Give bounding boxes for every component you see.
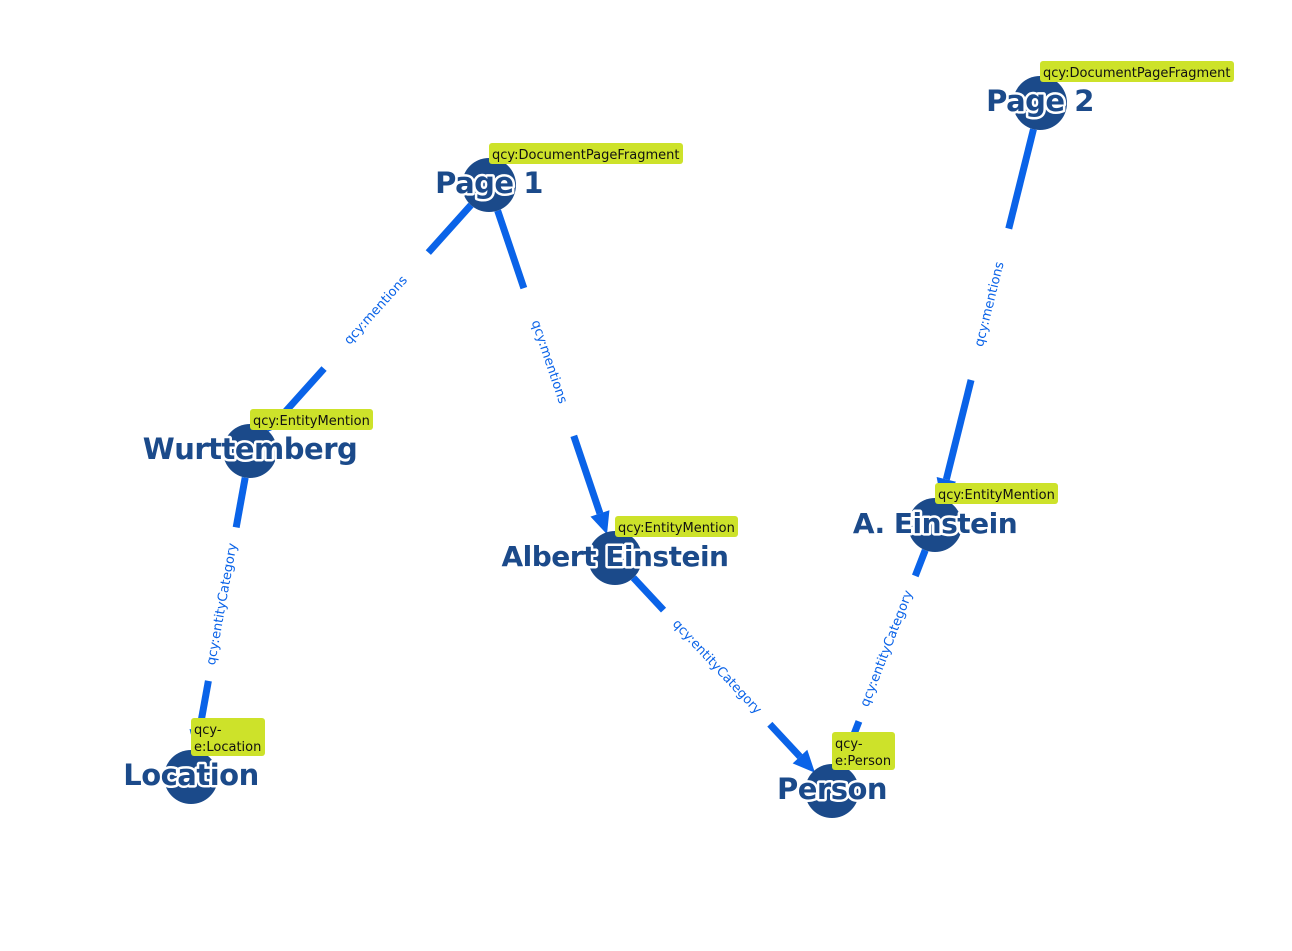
node-circle	[908, 498, 962, 552]
edge-line-start	[630, 575, 667, 613]
type-badge-bg	[250, 409, 373, 430]
edge-line-start	[232, 476, 249, 529]
node-aeinst[interactable]: A. Einstein qcy:EntityMention	[850, 483, 1058, 552]
node-circle	[223, 424, 277, 478]
type-badge: qcy-e:Location	[191, 718, 265, 756]
type-badge-text: qcy-	[194, 723, 222, 738]
edge-albert-person[interactable]: qcy:entityCategory	[630, 575, 815, 773]
type-badge-bg	[935, 483, 1058, 504]
node-label: Person	[777, 772, 887, 806]
edge-wurt-location[interactable]: qcy:entityCategory	[189, 476, 249, 753]
type-badge-text: qcy:EntityMention	[618, 521, 735, 536]
type-badge-text: qcy:DocumentPageFragment	[1043, 66, 1230, 81]
node-circle	[462, 158, 516, 212]
node-wurt[interactable]: Wurttemberg qcy:EntityMention	[140, 409, 373, 478]
type-badge-text: qcy:DocumentPageFragment	[492, 148, 679, 163]
edge-label: qcy:mentions	[972, 260, 1008, 348]
node-circle	[1013, 76, 1067, 130]
node-label: Albert Einstein	[502, 540, 729, 573]
type-badge: qcy:DocumentPageFragment	[1040, 61, 1234, 82]
type-badge-text: qcy:EntityMention	[938, 488, 1055, 503]
edge-line-end	[570, 434, 604, 515]
edge-label: qcy:mentions	[341, 273, 411, 348]
edge-line-start	[494, 209, 528, 290]
node-label: Page 2	[986, 84, 1094, 118]
type-badge-bg	[832, 732, 895, 770]
type-badge: qcy:EntityMention	[935, 483, 1058, 504]
edge-line-end	[278, 366, 327, 419]
type-badge-bg	[1040, 61, 1234, 82]
node-albert[interactable]: Albert Einstein qcy:EntityMention	[499, 516, 738, 585]
type-badge-bg	[191, 718, 265, 756]
node-circle	[164, 750, 218, 804]
edge-line-end	[942, 379, 975, 481]
type-badge: qcy:DocumentPageFragment	[489, 143, 683, 164]
edge-line-end	[767, 721, 803, 759]
edge-line-start	[912, 548, 929, 578]
edge-line-start	[425, 202, 474, 255]
type-badge-text: e:Person	[835, 754, 891, 769]
type-badge-text: e:Location	[194, 740, 261, 755]
type-badge: qcy-e:Person	[832, 732, 895, 770]
type-badge: qcy:EntityMention	[250, 409, 373, 430]
type-badge-text: qcy-	[835, 737, 863, 752]
edge-line-start	[1005, 128, 1037, 230]
node-label: Wurttemberg	[143, 432, 358, 466]
type-badge-bg	[489, 143, 683, 164]
edge-page2-aeinst[interactable]: qcy:mentions	[936, 128, 1037, 501]
edge-label: qcy:entityCategory	[858, 588, 917, 709]
type-badge: qcy:EntityMention	[615, 516, 738, 537]
node-page2[interactable]: Page 2 qcy:DocumentPageFragment	[984, 61, 1234, 130]
edge-arrowhead	[792, 749, 815, 773]
node-label: A. Einstein	[853, 507, 1017, 540]
edge-label: qcy:mentions	[528, 318, 570, 406]
node-label: Page 1	[435, 166, 543, 200]
type-badge-bg	[615, 516, 738, 537]
node-label: Location	[123, 758, 259, 792]
node-circle	[588, 531, 642, 585]
edge-page1-albert[interactable]: qcy:mentions	[494, 209, 610, 535]
node-page1[interactable]: Page 1 qcy:DocumentPageFragment	[433, 143, 683, 212]
edge-page1-wurt[interactable]: qcy:mentions	[266, 202, 474, 433]
edge-label: qcy:entityCategory	[669, 617, 764, 718]
edge-label: qcy:entityCategory	[204, 542, 241, 667]
type-badge-text: qcy:EntityMention	[253, 414, 370, 429]
node-circle	[805, 764, 859, 818]
edge-arrowhead	[590, 510, 610, 535]
